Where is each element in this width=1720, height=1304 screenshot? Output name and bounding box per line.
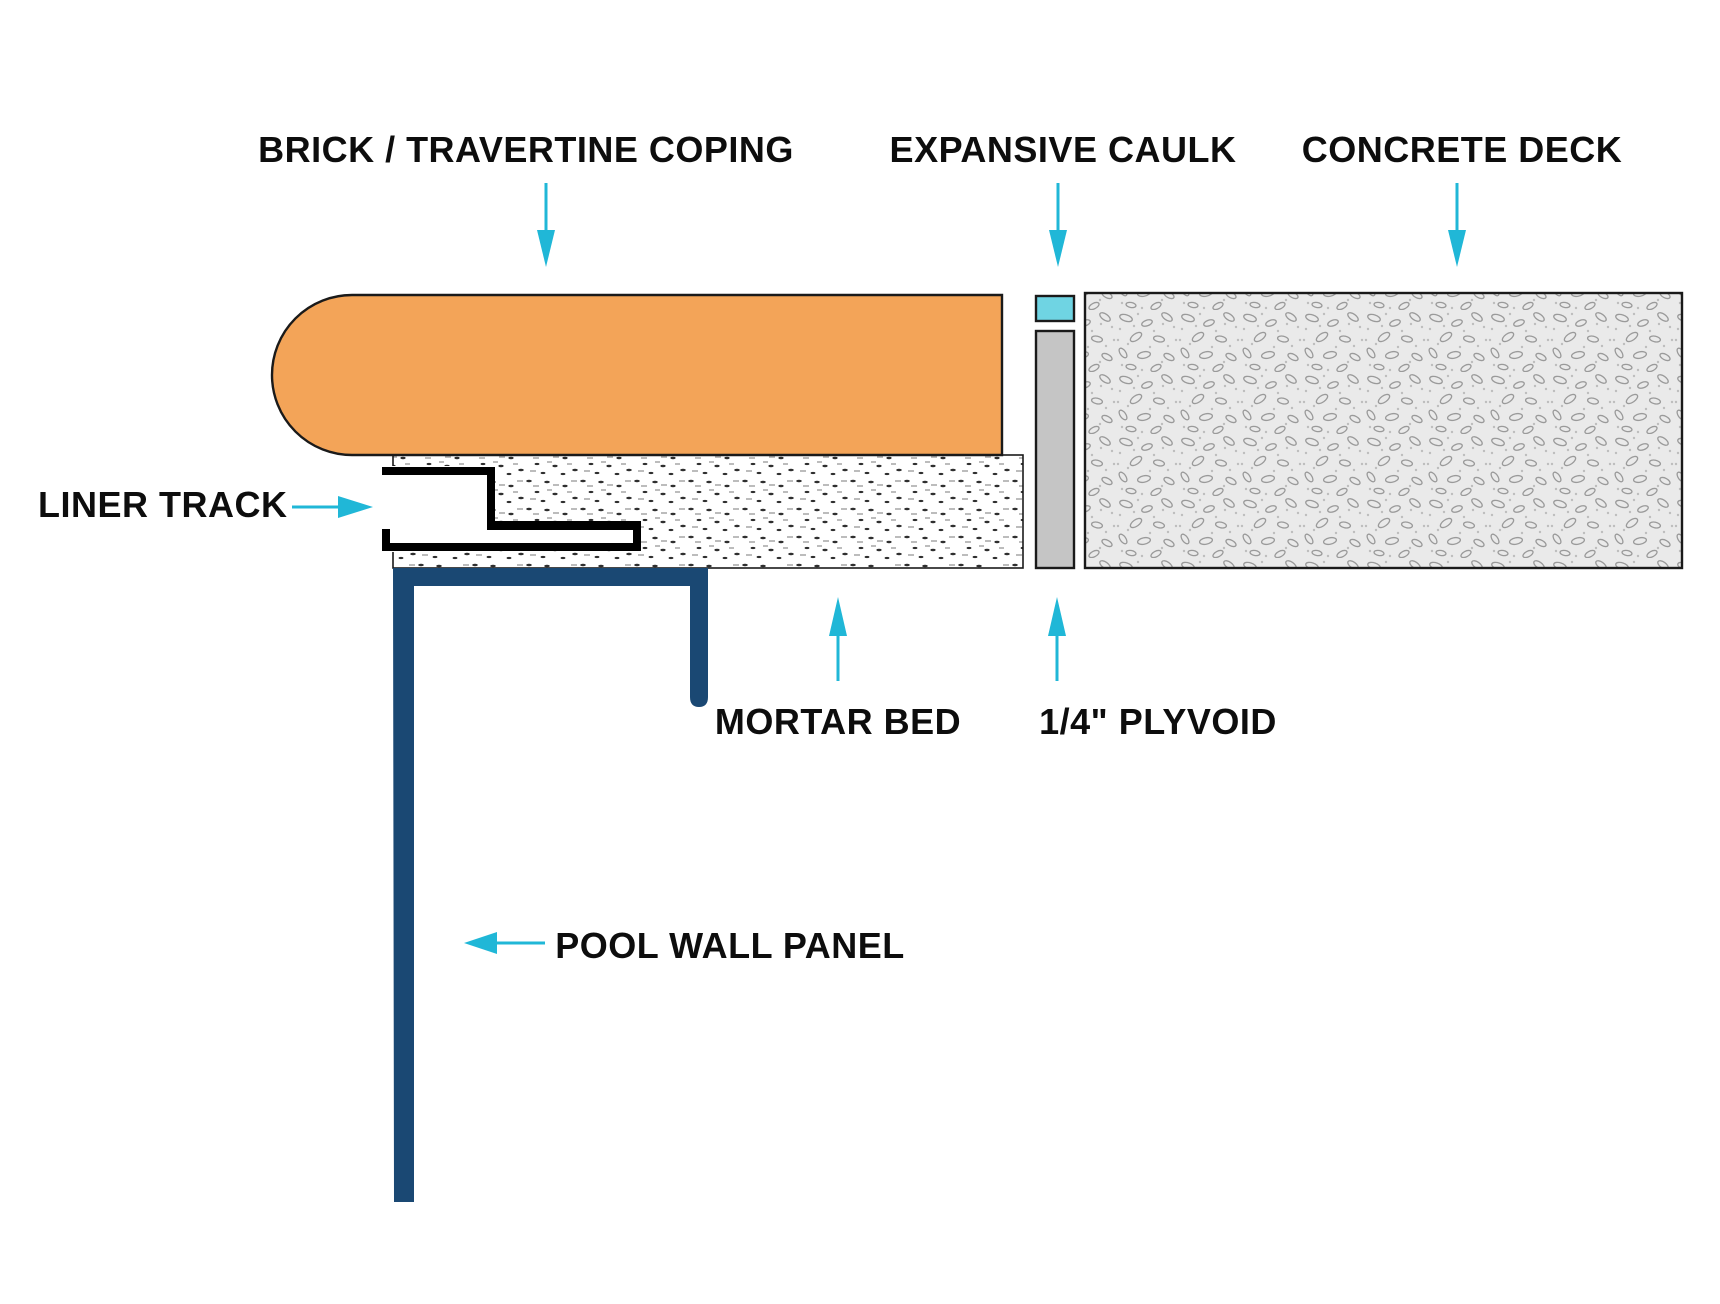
mortar-bed-pointer-arrow-icon: [829, 597, 847, 681]
pool-wall-panel-label: POOL WALL PANEL: [555, 925, 905, 966]
plyvoid-label: 1/4" PLYVOID: [1039, 701, 1277, 742]
plyvoid-shape: [1034, 329, 1076, 570]
arrow-head: [464, 932, 497, 954]
arrow-head: [1448, 230, 1466, 267]
caulk-label: EXPANSIVE CAULK: [889, 129, 1237, 170]
coping-shape: [270, 293, 1004, 457]
arrow-head: [1048, 597, 1066, 636]
concrete-deck-shape: [1083, 291, 1684, 570]
arrow-head: [1049, 230, 1067, 267]
caulk-pointer-arrow-icon: [1049, 183, 1067, 267]
mortar-bed-label: MORTAR BED: [714, 701, 962, 742]
liner-track-shape: [382, 467, 641, 551]
coping-pointer-arrow-icon: [537, 183, 555, 267]
liner-track-label: LINER TRACK: [38, 484, 288, 525]
liner-track-pointer-arrow-icon: [292, 496, 373, 518]
deck-label: CONCRETE DECK: [1301, 129, 1623, 170]
arrow-head: [338, 496, 373, 518]
pool-wall-pointer-arrow-icon: [464, 932, 545, 954]
liner-track-slot-cutout: [386, 528, 637, 545]
arrow-head: [537, 230, 555, 267]
expansive-caulk-shape: [1034, 294, 1076, 323]
plyvoid-pointer-arrow-icon: [1048, 597, 1066, 681]
deck-pointer-arrow-icon: [1448, 183, 1466, 267]
arrow-head: [829, 597, 847, 636]
coping-label: BRICK / TRAVERTINE COPING: [258, 129, 794, 170]
pool-wall-panel-shape: [393, 568, 708, 1202]
